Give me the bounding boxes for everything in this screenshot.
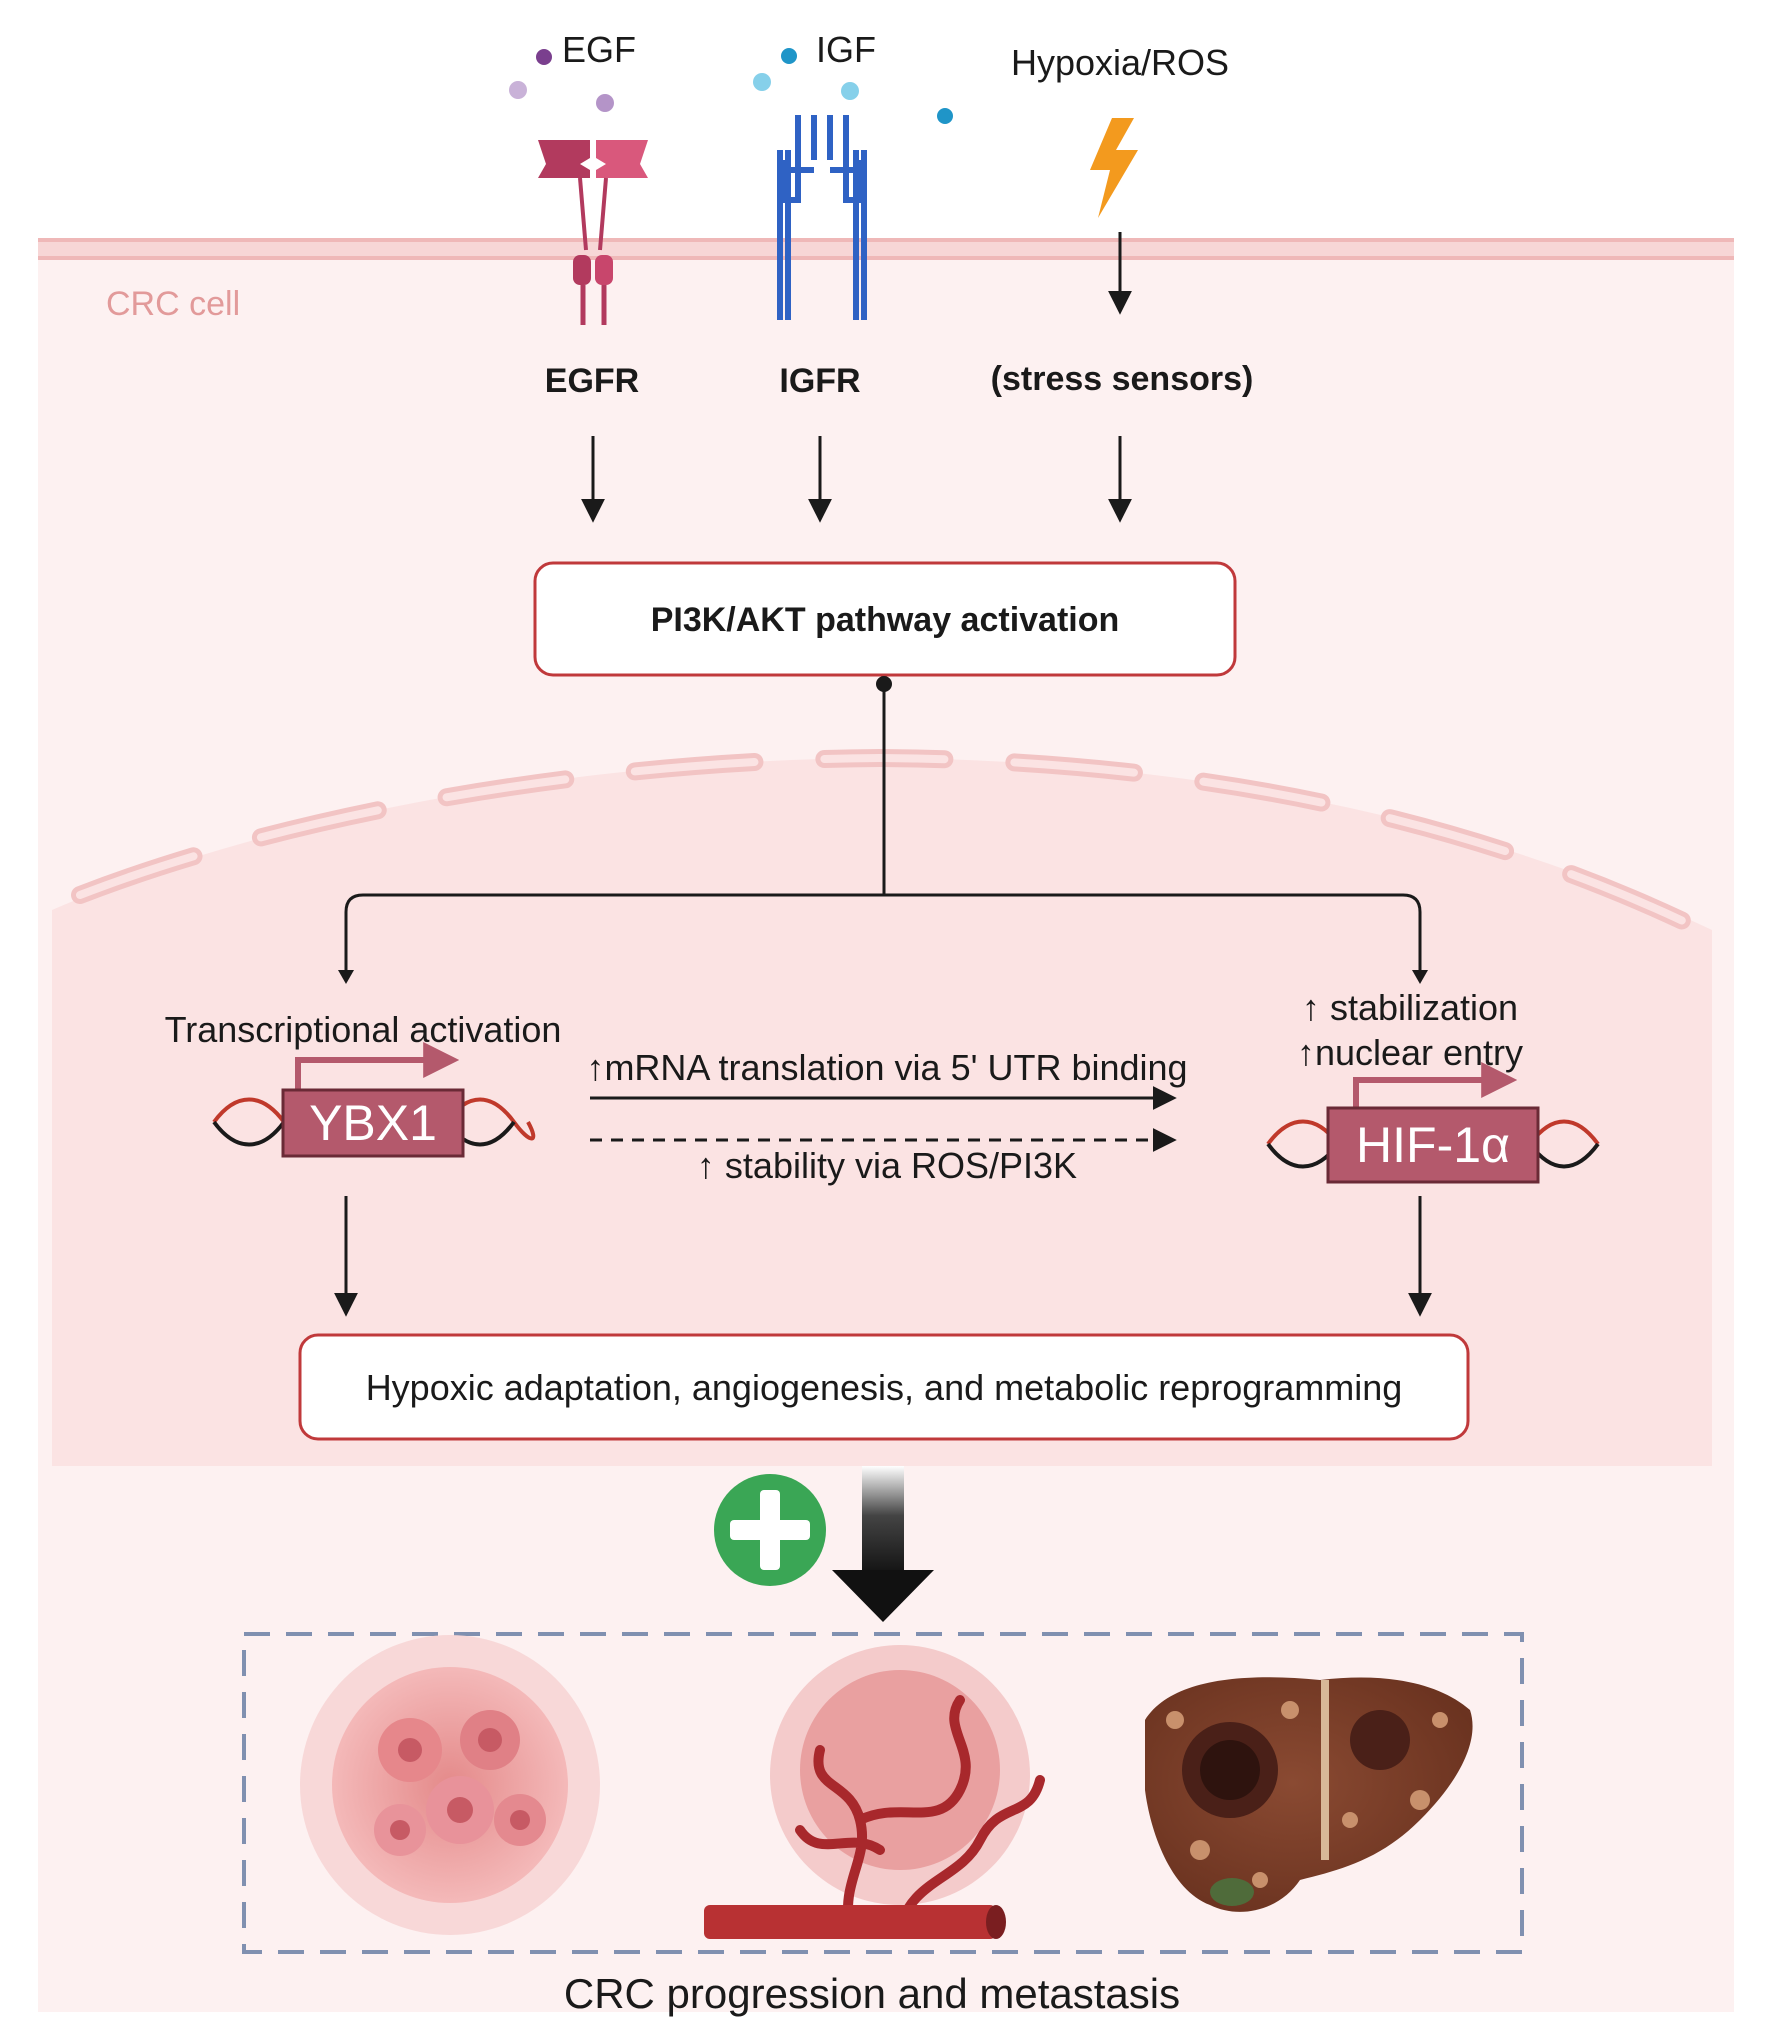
igf-ligand-icon [841,82,859,100]
hypoxia-label: Hypoxia/ROS [1011,42,1229,83]
egf-ligand-icon [596,94,614,112]
tumor-icon [300,1635,600,1935]
stress-sensors-label: (stress sensors) [991,360,1254,398]
igf-ligand-icon [937,108,953,124]
right-branch-line2: ↑nuclear entry [1297,1032,1523,1073]
ybx1-gene-box [281,1088,465,1158]
bottom-caption: CRC progression and metastasis [564,1970,1180,2017]
egf-label: EGF [562,29,636,70]
left-branch-title: Transcriptional activation [165,1009,562,1050]
egfr-label: EGFR [545,362,639,400]
hif1a-gene-box [1326,1106,1540,1184]
egf-ligand-icon [536,49,552,65]
nucleus [52,758,1712,1466]
angiogenesis-icon [704,1645,1045,1939]
cell-membrane [38,238,1734,260]
igfr-label: IGFR [779,362,860,400]
ybx1-gene-label: YBX1 [309,1095,437,1151]
egf-ligand-icon [509,81,527,99]
outcome-frame [242,1632,1524,1954]
igfr-receptor-icon [777,115,867,320]
outcome-box-label: Hypoxic adaptation, angiogenesis, and me… [366,1367,1403,1408]
liver-metastasis-icon [1145,1677,1473,1912]
hif1a-gene-label: HIF-1α [1356,1117,1510,1173]
egfr-receptor-icon [538,140,648,325]
big-arrow-head [832,1570,934,1622]
right-branch-line1: ↑ stabilization [1302,987,1518,1028]
pathway-box [533,561,1237,677]
igf-label: IGF [816,29,876,70]
translation-label: ↑mRNA translation via 5' UTR binding [586,1047,1187,1088]
igf-ligand-icon [781,48,797,64]
cell-label: CRC cell [106,285,240,323]
transcription-start-icon [1353,1062,1518,1108]
transcription-start-icon [295,1042,460,1090]
big-arrow-shaft [862,1466,904,1576]
pathway-box-label: PI3K/AKT pathway activation [651,601,1120,639]
lightning-icon [1090,118,1138,218]
stability-label: ↑ stability via ROS/PI3K [697,1145,1077,1186]
igf-ligand-icon [753,73,771,91]
outcome-box [298,1333,1470,1441]
